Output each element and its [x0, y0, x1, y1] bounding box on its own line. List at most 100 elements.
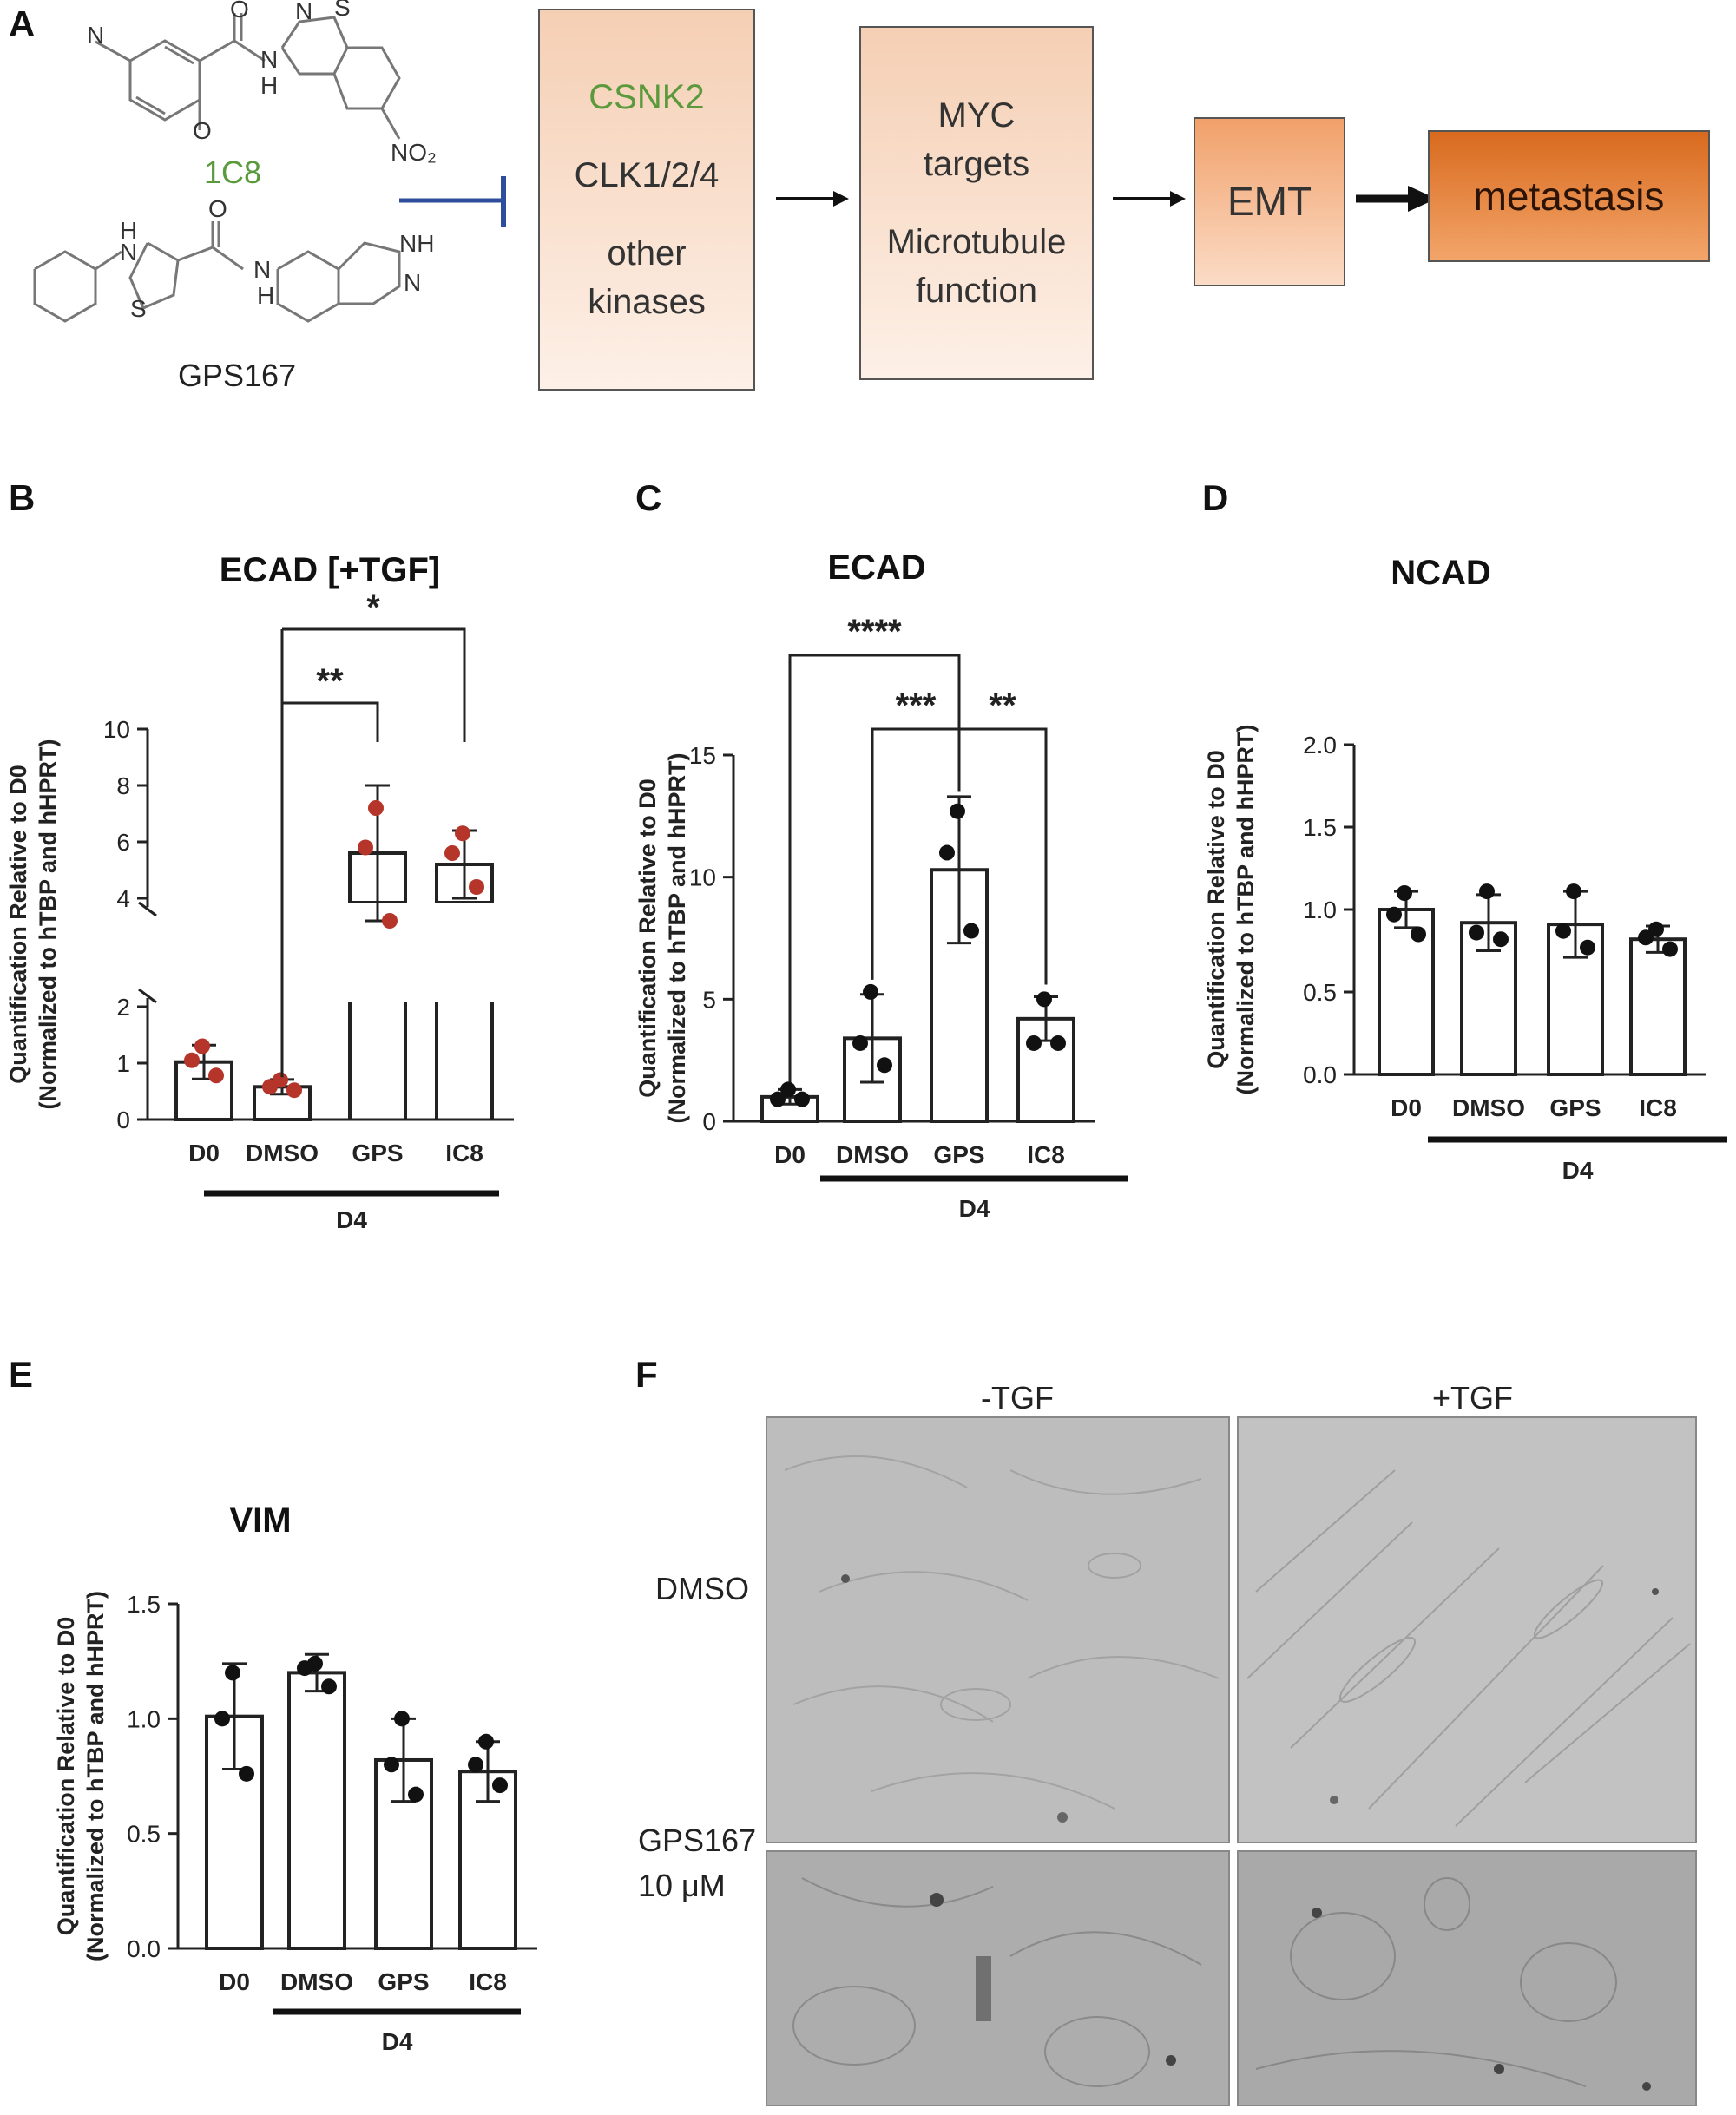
y-tick-label: 0.0	[1303, 1061, 1337, 1088]
significance-label: **	[989, 686, 1016, 725]
significance-bracket	[282, 627, 466, 742]
data-point	[455, 825, 470, 842]
data-point	[321, 1678, 337, 1695]
data-point	[384, 1757, 399, 1773]
y-axis-label: Quantification Relative to D0	[1203, 750, 1229, 1069]
micrograph-dmso-minus-tgf	[766, 1416, 1230, 1843]
box-line-kinases: kinases	[588, 283, 706, 321]
x-tick-label: GPS	[1549, 1094, 1601, 1121]
data-point	[444, 845, 460, 861]
cell-texture	[1246, 1469, 1691, 1827]
y-axis-label: (Normalized to hTBP and hHPRT)	[1233, 724, 1259, 1094]
box-line-myc: MYC	[937, 96, 1016, 135]
panel-letter-d: D	[1202, 477, 1229, 518]
y-axis-label: Quantification Relative to D0	[635, 778, 661, 1098]
arrow-icon	[1356, 186, 1437, 212]
arrow-icon	[1113, 191, 1186, 207]
box-line-clk: CLK1/2/4	[574, 156, 720, 194]
data-point	[368, 800, 384, 816]
y-tick-label: 0.0	[127, 1935, 161, 1962]
data-point	[1026, 1035, 1042, 1051]
data-point	[214, 1711, 230, 1727]
box-line-function: function	[915, 272, 1038, 310]
y-tick-label: 0.5	[1303, 979, 1337, 1006]
data-point	[1555, 923, 1571, 939]
data-point	[1036, 991, 1052, 1008]
chart-title-e: VIM	[229, 1501, 292, 1540]
x-tick-label: D0	[1391, 1094, 1422, 1121]
y-axis-label: Quantification Relative to D0	[53, 1617, 79, 1936]
x-tick-label: IC8	[1027, 1141, 1065, 1168]
significance-bracket	[788, 654, 961, 1082]
group-label: D4	[1562, 1157, 1594, 1184]
bar-break-gap	[434, 903, 495, 998]
atom-label: N	[87, 22, 104, 49]
data-point	[1397, 885, 1412, 901]
x-tick-label: DMSO	[246, 1140, 319, 1166]
cell-texture	[792, 1877, 1202, 2087]
y-axis-label: Quantification Relative to D0	[5, 765, 31, 1084]
data-point	[863, 983, 878, 1000]
significance-bracket	[957, 727, 1048, 985]
significance-label: ***	[896, 686, 937, 725]
x-tick-label: IC8	[469, 1968, 507, 1995]
box-line-microtubule: Microtubule	[886, 223, 1067, 261]
box-line-targets: targets	[923, 145, 1030, 183]
micrograph-dmso-plus-tgf	[1237, 1416, 1697, 1843]
cell-texture	[784, 1455, 1220, 1823]
atom-label: N	[120, 239, 137, 266]
atom-label: NO₂	[391, 139, 437, 166]
y-tick-label: 0	[702, 1108, 716, 1135]
data-point	[950, 803, 965, 819]
y-tick-label: 6	[116, 829, 130, 856]
panel-letter-c: C	[635, 477, 662, 518]
data-point	[794, 1091, 810, 1107]
bar	[287, 1671, 346, 1950]
data-point	[382, 913, 398, 929]
y-tick-label: 0	[116, 1107, 130, 1133]
x-tick-label: GPS	[352, 1140, 403, 1166]
chart-title-b: ECAD [+TGF]	[219, 551, 441, 589]
x-tick-label: DMSO	[836, 1141, 909, 1168]
data-point	[1410, 926, 1426, 943]
data-point	[184, 1052, 200, 1068]
y-tick-label: 15	[689, 742, 716, 769]
atom-label: O	[193, 117, 212, 144]
significance-bracket	[282, 701, 379, 742]
data-point	[1662, 941, 1678, 957]
atom-label: NH	[399, 230, 434, 257]
data-point	[963, 923, 979, 939]
data-point	[1479, 883, 1495, 900]
y-axis-label: (Normalized to hTBP and hHPRT)	[664, 752, 690, 1123]
chemical-structures: N O O N H N S NO₂ N H S O N H NH N	[33, 0, 437, 323]
data-point	[239, 1765, 254, 1782]
data-point	[492, 1777, 508, 1794]
y-tick-label: 0.5	[127, 1821, 161, 1848]
data-point	[194, 1038, 210, 1054]
y-tick-label: 1.5	[127, 1591, 161, 1618]
x-tick-label: GPS	[378, 1968, 429, 1995]
data-point	[1386, 906, 1402, 923]
atom-label: S	[130, 295, 147, 322]
atom-label: O	[208, 195, 227, 222]
data-point	[208, 1067, 224, 1084]
atom-label: H	[260, 72, 278, 99]
x-tick-label: IC8	[1639, 1094, 1677, 1121]
y-tick-label: 5	[702, 986, 716, 1013]
x-tick-label: GPS	[933, 1141, 984, 1168]
data-point	[1469, 924, 1484, 941]
data-point	[1493, 931, 1509, 948]
emt-box: EMT	[1194, 117, 1345, 286]
data-point	[286, 1082, 302, 1099]
row-label-concentration: 10 μM	[638, 1868, 726, 1903]
bar	[1629, 937, 1687, 1077]
y-tick-label: 10	[689, 864, 716, 891]
group-label: D4	[959, 1195, 990, 1222]
compound-label-1c8: 1C8	[204, 154, 262, 190]
cell-texture	[1255, 1877, 1651, 2091]
data-point	[852, 1035, 868, 1051]
x-tick-label: D0	[774, 1141, 806, 1168]
data-point	[394, 1711, 410, 1727]
